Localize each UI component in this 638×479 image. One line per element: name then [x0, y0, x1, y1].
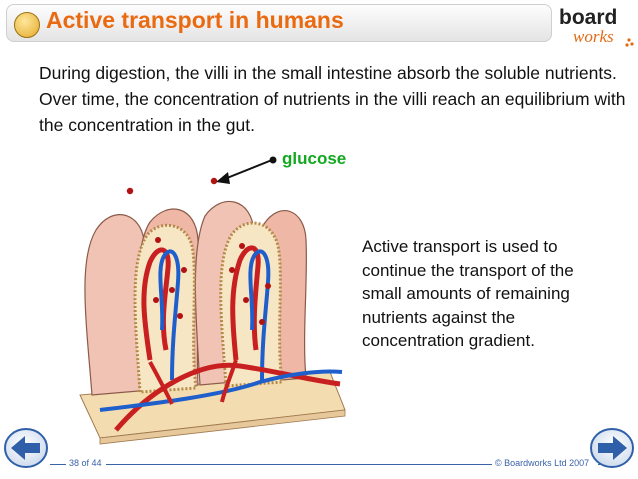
page-title: Active transport in humans — [46, 7, 344, 33]
intro-text: During digestion, the villi in the small… — [39, 63, 626, 135]
title-bar — [6, 4, 552, 42]
copyright: © Boardworks Ltd 2007 — [493, 458, 592, 468]
page-number: 38 of 44 — [67, 458, 104, 468]
svg-text:board: board — [559, 6, 617, 29]
footer-line-left — [50, 464, 66, 465]
boardworks-logo: board works — [559, 6, 634, 47]
sun-badge-icon — [14, 12, 40, 38]
glucose-label: glucose — [282, 149, 347, 168]
footer-line-right — [598, 464, 602, 465]
back-arrow-icon[interactable] — [2, 426, 50, 470]
footer-line-middle — [106, 464, 492, 465]
callout-text: Active transport is used to continue the… — [362, 237, 574, 350]
forward-arrow-icon[interactable] — [588, 426, 636, 470]
svg-text:works: works — [573, 27, 614, 46]
